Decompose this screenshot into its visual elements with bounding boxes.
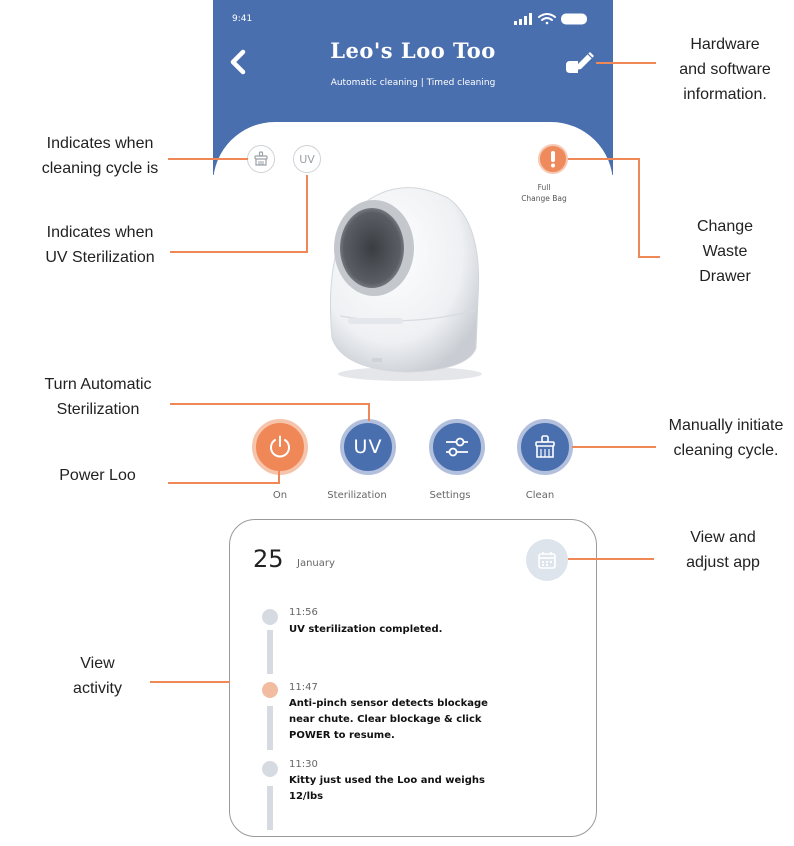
leader-line bbox=[572, 446, 656, 448]
uv-status-indicator: UV bbox=[293, 145, 321, 173]
full-bag-warning-indicator[interactable] bbox=[538, 144, 568, 174]
annotation-change-drawer: Change Waste Drawer bbox=[665, 214, 785, 289]
annotation-hardware: Hardware and software information. bbox=[660, 32, 790, 107]
wifi-icon bbox=[538, 13, 556, 25]
sliders-icon bbox=[446, 437, 468, 457]
event-time: 11:47 bbox=[289, 682, 318, 693]
annotation-line: cleaning cycle. bbox=[673, 442, 779, 459]
signal-icon bbox=[514, 13, 532, 25]
cleaning-status-indicator bbox=[247, 145, 275, 173]
annotation-line: Power Loo bbox=[59, 467, 136, 484]
warning-label: Full Change Bag bbox=[508, 182, 580, 204]
annotation-power: Power Loo bbox=[40, 463, 155, 488]
uv-button-text: UV bbox=[353, 436, 383, 458]
annotation-line: adjust app bbox=[686, 554, 760, 571]
leader-line bbox=[170, 251, 308, 253]
annotation-line: Hardware bbox=[690, 36, 760, 53]
leader-line bbox=[596, 62, 656, 64]
leader-line bbox=[638, 158, 640, 258]
timeline-dot bbox=[262, 761, 278, 777]
broom-icon bbox=[535, 435, 555, 458]
exclamation-icon bbox=[551, 151, 555, 168]
clean-label: Clean bbox=[525, 490, 555, 501]
event-text: Anti-pinch sensor detects blockage near … bbox=[289, 698, 488, 741]
annotation-line: Turn Automatic bbox=[44, 376, 152, 393]
timeline-line bbox=[267, 630, 273, 674]
annotation-cleaning-cycle: Indicates when cleaning cycle is bbox=[30, 131, 170, 181]
annotation-line: UV Sterilization bbox=[45, 249, 155, 266]
event-text: Kitty just used the Loo and weighs 12/lb… bbox=[289, 775, 485, 802]
leader-line bbox=[306, 175, 308, 253]
annotation-view-activity: View activity bbox=[50, 651, 145, 701]
status-bar-icons bbox=[514, 13, 587, 25]
annotation-line: and software bbox=[679, 61, 771, 78]
leader-line bbox=[168, 482, 280, 484]
annotation-line: Drawer bbox=[699, 268, 751, 285]
uv-status-text: UV bbox=[299, 152, 315, 166]
leader-line bbox=[170, 403, 370, 405]
sterilization-label: Sterilization bbox=[327, 490, 387, 501]
annotation-line: View and bbox=[690, 529, 756, 546]
annotation-line: View bbox=[80, 655, 115, 672]
annotation-uv-sterilization: Indicates when UV Sterilization bbox=[30, 220, 170, 270]
battery-icon bbox=[561, 13, 587, 25]
leader-line bbox=[278, 471, 280, 484]
back-button[interactable] bbox=[224, 47, 254, 77]
clean-button[interactable] bbox=[517, 419, 573, 475]
chevron-left-icon bbox=[230, 49, 246, 75]
power-button[interactable] bbox=[252, 419, 308, 475]
annotation-line: Sterilization bbox=[56, 401, 140, 418]
annotation-manual-clean: Manually initiate cleaning cycle. bbox=[658, 413, 794, 463]
annotation-line: activity bbox=[73, 680, 122, 697]
annotation-view-adjust: View and adjust app bbox=[668, 525, 778, 575]
edit-device-button[interactable] bbox=[564, 47, 596, 79]
warning-label-line1: Full bbox=[537, 183, 551, 192]
warning-label-line2: Change Bag bbox=[521, 194, 567, 203]
leader-line bbox=[368, 403, 370, 421]
activity-day: 25 bbox=[253, 545, 284, 573]
settings-label: Settings bbox=[429, 490, 471, 501]
timeline-line bbox=[267, 786, 273, 830]
settings-button[interactable] bbox=[429, 419, 485, 475]
annotation-line: Change bbox=[696, 218, 754, 235]
annotation-line: Indicates when bbox=[46, 224, 154, 241]
annotation-turn-automatic: Turn Automatic Sterilization bbox=[28, 372, 168, 422]
annotation-line: Indicates when bbox=[46, 135, 154, 152]
calendar-button[interactable] bbox=[526, 539, 568, 581]
power-label: On bbox=[272, 490, 288, 501]
annotation-line: Waste bbox=[702, 243, 748, 260]
event-time: 11:30 bbox=[289, 759, 318, 770]
sterilization-button[interactable]: UV bbox=[340, 419, 396, 475]
leader-line bbox=[568, 558, 654, 560]
leader-line bbox=[150, 681, 230, 683]
activity-month: January bbox=[297, 558, 335, 569]
leader-line bbox=[168, 158, 248, 160]
edit-icon bbox=[566, 52, 594, 73]
broom-icon bbox=[254, 151, 268, 166]
annotation-line: information. bbox=[683, 86, 767, 103]
annotation-line: Manually initiate bbox=[668, 417, 784, 434]
event-time: 11:56 bbox=[289, 607, 318, 618]
app-title: Leo's Loo Too bbox=[330, 38, 496, 63]
timeline-dot bbox=[262, 682, 278, 698]
leader-line bbox=[568, 158, 640, 160]
timeline-dot bbox=[262, 609, 278, 625]
power-icon bbox=[270, 435, 290, 458]
annotation-line: cleaning cycle is bbox=[41, 160, 159, 177]
app-subtitle: Automatic cleaning | Timed cleaning bbox=[330, 78, 496, 88]
timeline-line bbox=[267, 706, 273, 750]
status-time: 9:41 bbox=[232, 14, 253, 24]
leader-line bbox=[638, 256, 660, 258]
litter-box-image bbox=[330, 187, 482, 381]
calendar-icon bbox=[538, 552, 556, 569]
event-text: UV sterilization completed. bbox=[289, 624, 443, 635]
